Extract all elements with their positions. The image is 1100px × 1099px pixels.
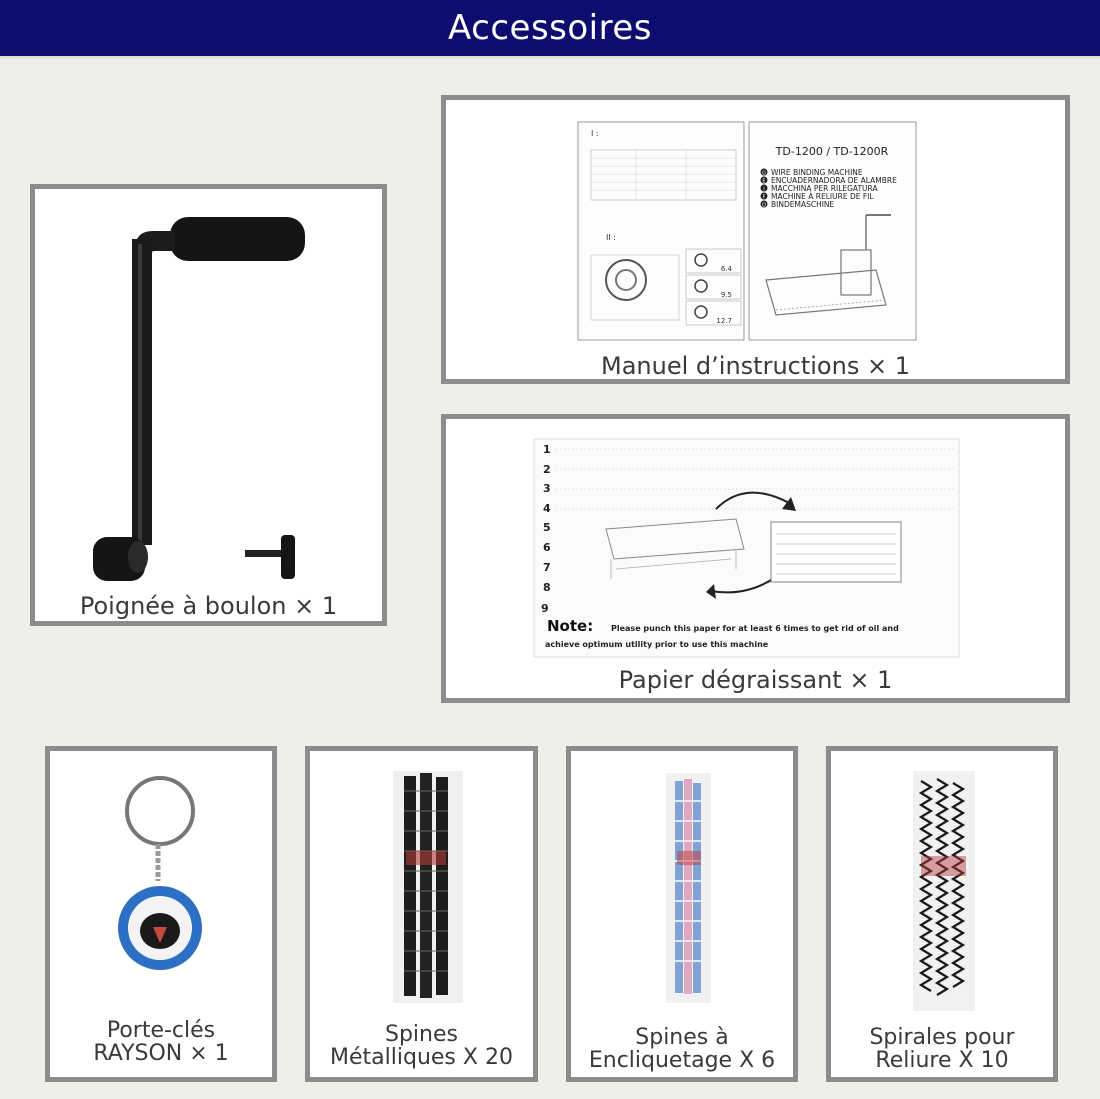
- manual-section-ii: II :: [606, 233, 616, 242]
- manual-language-5: BINDEMASCHINE: [771, 200, 835, 209]
- keychain-image: [118, 776, 202, 970]
- handle-caption: Poignée à boulon × 1: [79, 592, 338, 620]
- manual-section-i: I :: [591, 129, 599, 138]
- paper-line-4: 4: [543, 502, 551, 515]
- manual-language-mark-4: F: [763, 195, 766, 201]
- manual-language-1: WIRE BINDING MACHINE: [771, 168, 863, 177]
- manual-model: TD-1200 / TD-1200R: [775, 145, 889, 158]
- paper-line-3: 3: [543, 482, 551, 495]
- manual-language-mark-1: G: [762, 171, 766, 177]
- spirals-caption-line2: Reliure X 10: [875, 1048, 1009, 1073]
- paper-machine-drawing: [605, 518, 745, 579]
- manual-language-2: ENCUADERNADORA DE ALAMBRE: [771, 176, 897, 185]
- manual-language-3: MACCHINA PER RILEGATURA: [771, 184, 878, 193]
- snap-spines-caption-line1: Spines à: [635, 1025, 729, 1050]
- metal-spines-caption: Spines Métalliques X 20: [310, 1023, 533, 1069]
- paper-note-line2: achieve optimum utility prior to use thi…: [545, 640, 769, 649]
- keychain-caption-line1: Porte-clés: [106, 1018, 216, 1043]
- manual-language-list: G WIRE BINDING MACHINE E ENCUADERNADORA …: [760, 168, 897, 209]
- card-snap-spines: Spines à Encliquetage X 6: [566, 746, 798, 1082]
- paper-line-1: 1: [543, 443, 551, 456]
- card-paper: 1 2 3 4 5 6 7 8 9 Note:: [441, 414, 1070, 703]
- paper-note-label: Note:: [547, 617, 593, 635]
- spirals-caption-line1: Spirales pour: [869, 1025, 1015, 1050]
- paper-line-9: 9: [541, 602, 549, 615]
- card-spirals: Spirales pour Reliure X 10: [826, 746, 1058, 1082]
- manual-image: I : II : 6.4 9.5 12.7 TD-1200 / TD-1200R…: [577, 121, 917, 341]
- spirals-caption: Spirales pour Reliure X 10: [831, 1026, 1053, 1072]
- card-handle: Poignée à boulon × 1: [30, 184, 387, 626]
- page-title: Accessoires: [447, 8, 652, 48]
- metal-spines-image: [393, 771, 463, 1003]
- manual-language-mark-3: I: [763, 187, 764, 193]
- spirals-image: [913, 771, 975, 1011]
- snap-spines-image: [666, 773, 711, 1003]
- card-manual: I : II : 6.4 9.5 12.7 TD-1200 / TD-1200R…: [441, 95, 1070, 384]
- keychain-caption: Porte-clés RAYSON × 1: [50, 1019, 272, 1065]
- manual-language-mark-2: E: [762, 179, 765, 185]
- paper-line-2: 2: [543, 463, 551, 476]
- keychain-caption-line2: RAYSON × 1: [93, 1041, 229, 1066]
- manual-size-1: 6.4: [721, 265, 733, 273]
- paper-line-7: 7: [543, 561, 551, 574]
- manual-caption: Manuel d’instructions × 1: [601, 352, 910, 380]
- binding-machine-drawing: [765, 214, 891, 316]
- paper-image: 1 2 3 4 5 6 7 8 9 Note:: [533, 438, 960, 658]
- crank-handle-image: [93, 217, 305, 581]
- metal-spines-caption-line2: Métalliques X 20: [330, 1045, 513, 1070]
- snap-spines-caption: Spines à Encliquetage X 6: [571, 1026, 793, 1072]
- manual-size-2: 9.5: [721, 291, 732, 299]
- card-metal-spines: Spines Métalliques X 20: [305, 746, 538, 1082]
- metal-spines-caption-line1: Spines: [385, 1022, 458, 1047]
- manual-size-3: 12.7: [716, 317, 732, 325]
- paper-line-8: 8: [543, 581, 551, 594]
- paper-line-5: 5: [543, 521, 551, 534]
- snap-spines-caption-line2: Encliquetage X 6: [588, 1048, 776, 1073]
- paper-line-6: 6: [543, 541, 551, 554]
- paper-note-line1: Please punch this paper for at least 6 t…: [611, 624, 899, 633]
- card-keychain: Porte-clés RAYSON × 1: [45, 746, 277, 1082]
- paper-caption: Papier dégraissant × 1: [618, 666, 893, 694]
- page-header: Accessoires: [0, 0, 1100, 56]
- manual-language-4: MACHINE À RELIURE DE FIL: [771, 192, 874, 201]
- manual-language-mark-5: D: [762, 203, 766, 209]
- header-shadow: [0, 56, 1100, 60]
